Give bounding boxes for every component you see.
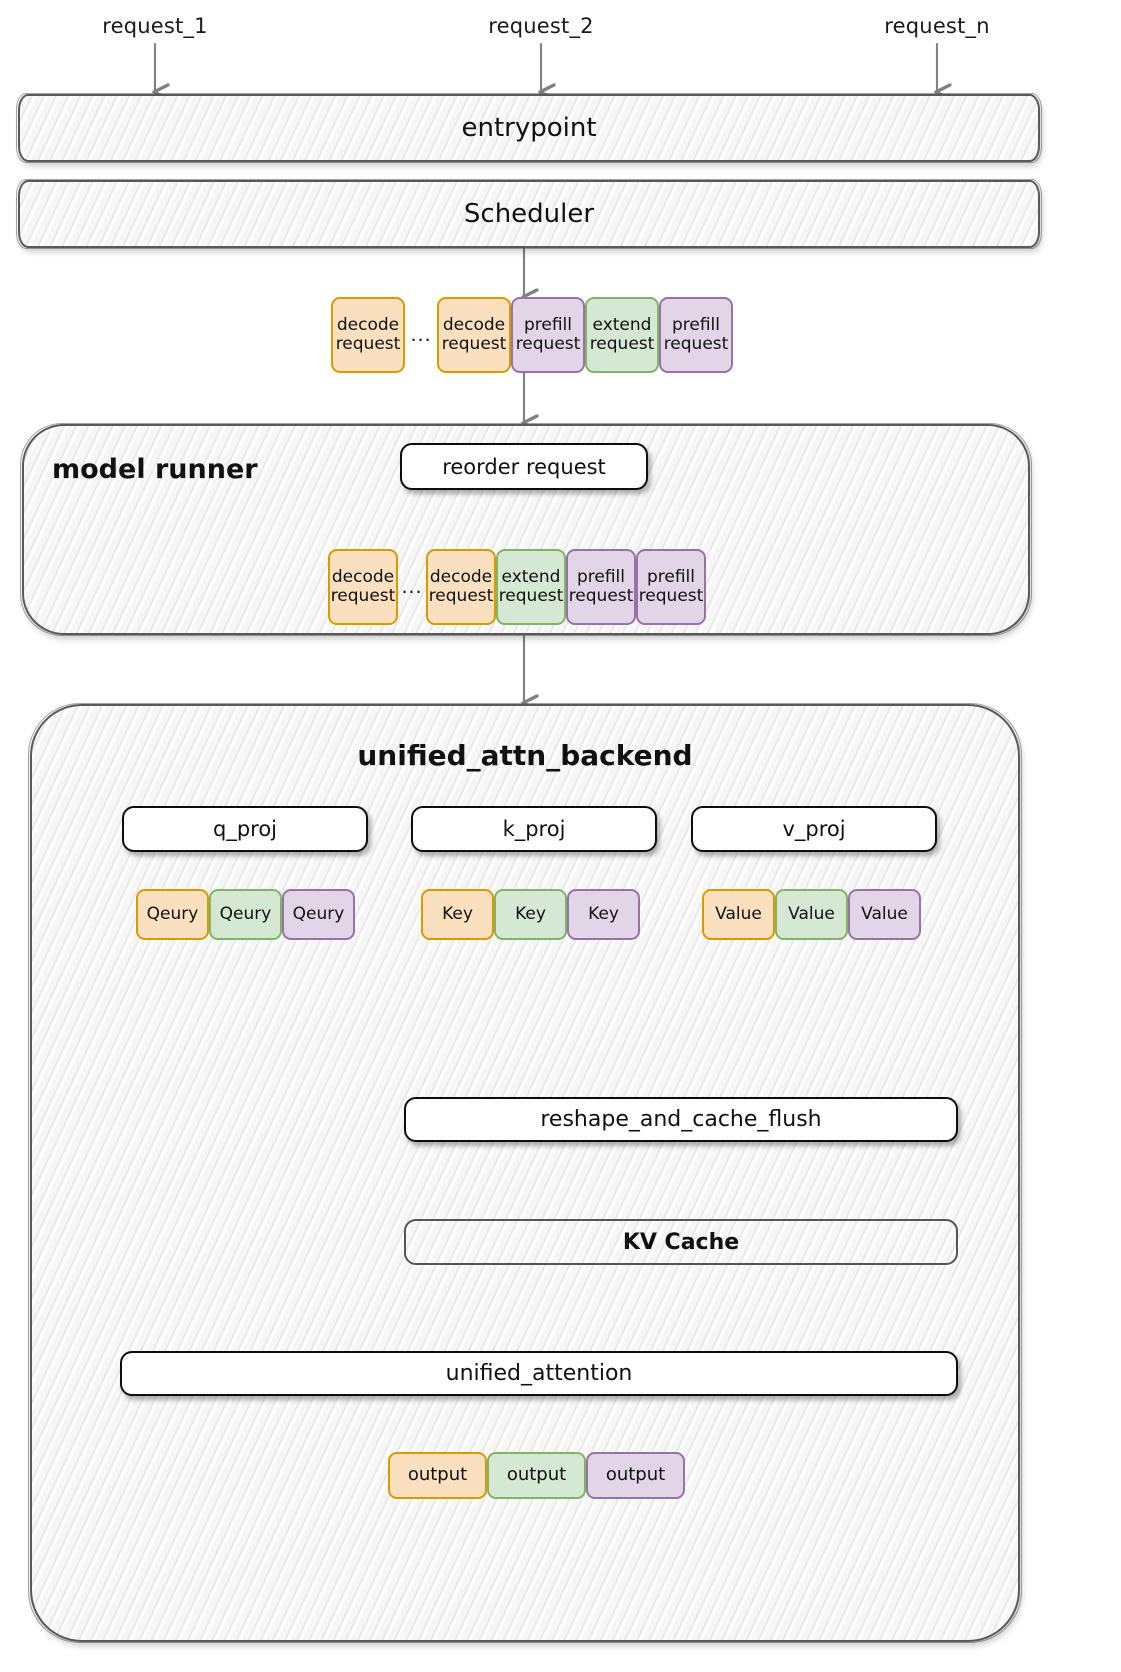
chip-line2: request — [515, 334, 581, 354]
chip-line1: decode — [442, 314, 506, 335]
chip-line1: prefill — [576, 566, 626, 587]
chip-line2: request — [330, 586, 396, 606]
batch-ellipsis: ... — [410, 324, 432, 346]
scheduler-panel[interactable]: Scheduler — [16, 179, 1042, 249]
value-chip-label: Value — [861, 903, 908, 924]
model-runner-label: model runner — [52, 454, 258, 485]
input-label-request-1: request_1 — [102, 14, 208, 38]
chip-decode-request-1[interactable]: decode request — [328, 549, 398, 625]
chip-line2: request — [441, 334, 507, 354]
output-chip-label: output — [407, 1464, 468, 1486]
chip-line1: decode — [331, 566, 395, 587]
key-chip-green[interactable]: Key — [494, 889, 567, 940]
reshape-and-cache-flush-label: reshape_and_cache_flush — [540, 1107, 822, 1132]
output-chip-purple[interactable]: output — [586, 1452, 685, 1499]
key-chip-label: Key — [442, 903, 473, 924]
output-chip-green[interactable]: output — [487, 1452, 586, 1499]
chip-line1: extend — [501, 566, 561, 587]
chip-line2: request — [638, 586, 704, 606]
chip-line1: extend — [592, 314, 652, 335]
chip-decode-request-1[interactable]: decode request — [331, 297, 405, 373]
chip-line1: decode — [429, 566, 493, 587]
chip-line1: decode — [336, 314, 400, 335]
key-chip-orange[interactable]: Key — [421, 889, 494, 940]
value-chip-label: Value — [788, 903, 835, 924]
chip-line2: request — [568, 586, 634, 606]
chip-line1: prefill — [523, 314, 573, 335]
key-chip-purple[interactable]: Key — [567, 889, 640, 940]
unified-attention-label: unified_attention — [445, 1361, 633, 1386]
output-chip-orange[interactable]: output — [388, 1452, 487, 1499]
reshape-and-cache-flush-box[interactable]: reshape_and_cache_flush — [404, 1097, 958, 1142]
value-chip-label: Value — [715, 903, 762, 924]
reorder-request-box[interactable]: reorder request — [400, 443, 648, 490]
chip-line1: prefill — [671, 314, 721, 335]
scheduler-batch-row: decode request ... decode request prefil… — [331, 297, 733, 373]
q-proj-box[interactable]: q_proj — [122, 806, 368, 852]
output-chip-row: output output output — [388, 1452, 685, 1499]
value-chip-orange[interactable]: Value — [702, 889, 775, 940]
chip-line1: prefill — [646, 566, 696, 587]
batch-ellipsis: ... — [401, 576, 423, 598]
v-proj-box[interactable]: v_proj — [691, 806, 937, 852]
chip-decode-request-2[interactable]: decode request — [437, 297, 511, 373]
reorder-request-label: reorder request — [442, 454, 606, 479]
entrypoint-label: entrypoint — [461, 113, 597, 143]
q-proj-label: q_proj — [212, 817, 277, 841]
query-chip-orange[interactable]: Qeury — [136, 889, 209, 940]
query-chip-label: Qeury — [219, 903, 272, 924]
chip-prefill-request-1[interactable]: prefill request — [566, 549, 636, 625]
key-chip-row: Key Key Key — [421, 889, 640, 940]
chip-line2: request — [589, 334, 655, 354]
chip-prefill-request-2[interactable]: prefill request — [636, 549, 706, 625]
chip-line2: request — [498, 586, 564, 606]
value-chip-green[interactable]: Value — [775, 889, 848, 940]
output-chip-label: output — [605, 1464, 666, 1486]
entrypoint-panel[interactable]: entrypoint — [16, 93, 1042, 163]
unified-attn-backend-label: unified_attn_backend — [357, 739, 693, 772]
key-chip-label: Key — [588, 903, 619, 924]
kv-cache-label: KV Cache — [622, 1229, 740, 1255]
query-chip-purple[interactable]: Qeury — [282, 889, 355, 940]
output-chip-label: output — [506, 1464, 567, 1486]
chip-prefill-request-1[interactable]: prefill request — [511, 297, 585, 373]
input-label-request-2: request_2 — [488, 14, 594, 38]
chip-line2: request — [428, 586, 494, 606]
value-chip-row: Value Value Value — [702, 889, 921, 940]
chip-prefill-request-2[interactable]: prefill request — [659, 297, 733, 373]
chip-decode-request-2[interactable]: decode request — [426, 549, 496, 625]
query-chip-label: Qeury — [146, 903, 199, 924]
kv-cache-box[interactable]: KV Cache — [404, 1219, 958, 1265]
query-chip-green[interactable]: Qeury — [209, 889, 282, 940]
chip-line2: request — [335, 334, 401, 354]
chip-line2: request — [663, 334, 729, 354]
value-chip-purple[interactable]: Value — [848, 889, 921, 940]
query-chip-row: Qeury Qeury Qeury — [136, 889, 355, 940]
model-runner-batch-row: decode request ... decode request extend… — [328, 549, 706, 625]
k-proj-label: k_proj — [502, 817, 566, 841]
chip-extend-request[interactable]: extend request — [496, 549, 566, 625]
v-proj-label: v_proj — [782, 817, 846, 841]
key-chip-label: Key — [515, 903, 546, 924]
unified-attention-box[interactable]: unified_attention — [120, 1351, 958, 1396]
query-chip-label: Qeury — [292, 903, 345, 924]
k-proj-box[interactable]: k_proj — [411, 806, 657, 852]
input-label-request-n: request_n — [884, 14, 990, 38]
chip-extend-request[interactable]: extend request — [585, 297, 659, 373]
scheduler-label: Scheduler — [463, 199, 595, 229]
